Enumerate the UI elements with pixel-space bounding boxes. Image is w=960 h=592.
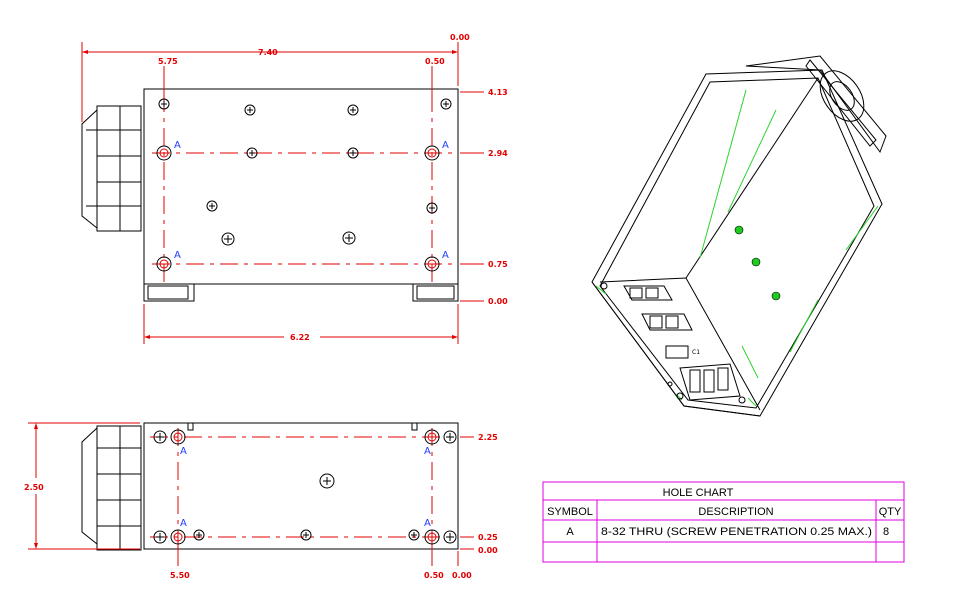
hole-symbol-label: A [424, 446, 431, 457]
hole-symbol-label: A [442, 250, 449, 261]
hole-symbol-label: A [180, 518, 187, 529]
fan-assembly-iso [745, 55, 887, 154]
isometric-view: C1 [591, 55, 887, 417]
dim-side-top-holes: 2.25 [478, 433, 498, 442]
hole-a-marks-side [170, 429, 440, 545]
hole-symbol-label: A [174, 140, 181, 151]
dim-y-upper-holes: 2.94 [488, 149, 508, 158]
hole-chart-header-qty: QTY [879, 506, 902, 518]
hole-chart-header-symbol: SYMBOL [547, 506, 593, 518]
fan-assembly-top [81, 105, 142, 232]
hole-chart-row-qty: 8 [883, 526, 889, 538]
dim-zero-x: 0.00 [450, 33, 470, 42]
chassis-outline-top [143, 88, 459, 285]
dim-side-height: 2.50 [24, 483, 44, 492]
screw-heads-side [153, 430, 457, 544]
dim-side-base: 0.00 [478, 546, 498, 555]
dim-y-bottom: 0.00 [488, 297, 508, 306]
dim-left-hole-x: 5.75 [158, 57, 178, 66]
dimension-lines-top [81, 42, 484, 344]
dim-side-right-x: 0.50 [424, 571, 444, 580]
hole-chart-row-symbol: A [566, 526, 574, 538]
hole-symbol-label: A [442, 140, 449, 151]
hole-a-marks-top [156, 145, 440, 272]
fan-assembly-side [81, 425, 142, 551]
dimension-lines-side [28, 422, 474, 566]
hole-symbol-label: A [424, 518, 431, 529]
dim-right-hole-x: 0.50 [425, 57, 445, 66]
dim-y-top: 4.13 [488, 88, 508, 97]
top-view: A A A A 7.40 5.75 0.00 [81, 33, 508, 344]
dim-side-zero-x: 0.00 [452, 571, 472, 580]
screw-heads-top [158, 98, 452, 246]
chassis-outline-side [143, 422, 459, 550]
dim-y-lower-holes: 0.75 [488, 260, 508, 269]
mounting-feet [143, 283, 459, 302]
side-view: A A A A 2.50 2.25 0.25 0.00 5.50 0.50 0.… [24, 422, 498, 580]
dim-side-left-x: 5.50 [170, 571, 190, 580]
iso-green-ticks [595, 89, 879, 407]
dim-overall-length: 7.40 [258, 48, 278, 57]
hole-chart-row-description: 8-32 THRU (SCREW PENETRATION 0.25 MAX.) [601, 526, 872, 538]
hole-symbol-label: A [180, 446, 187, 457]
dim-side-bottom-holes: 0.25 [478, 533, 498, 542]
connector-label: C1 [692, 349, 700, 356]
hole-chart: HOLE CHART SYMBOL DESCRIPTION QTY A 8-32… [542, 481, 905, 563]
hole-symbol-label: A [174, 250, 181, 261]
iso-connectors [600, 282, 746, 404]
hole-chart-title: HOLE CHART [663, 487, 734, 499]
hole-chart-header-description: DESCRIPTION [698, 506, 773, 518]
dim-width: 6.22 [290, 333, 310, 342]
